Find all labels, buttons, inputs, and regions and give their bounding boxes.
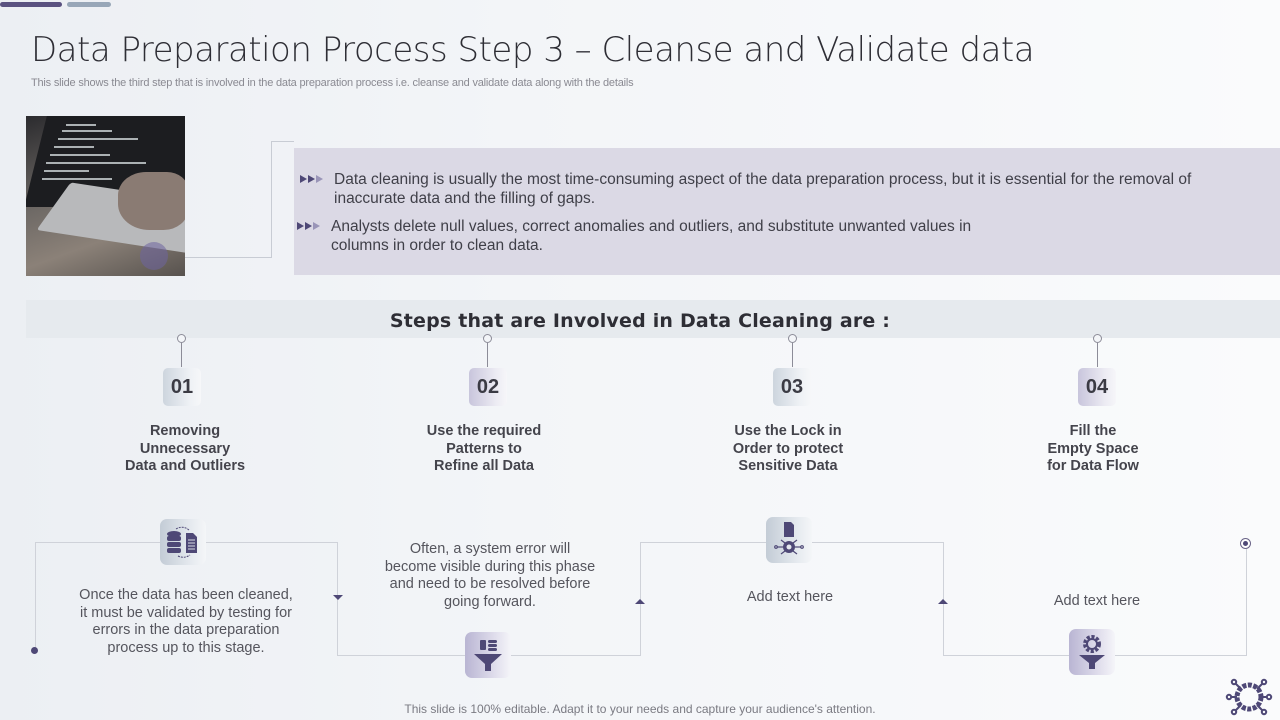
- step-number: 03: [773, 368, 811, 406]
- network-gear-icon: [1222, 676, 1276, 718]
- step-label: Use the Lock in Order to protect Sensiti…: [732, 423, 844, 474]
- flow-line: [1246, 549, 1247, 656]
- step-number: 02: [469, 368, 507, 406]
- flow-text: Add text here: [1053, 593, 1141, 609]
- step-label: Use the required Patterns to Refine all …: [426, 423, 542, 474]
- slide-subtitle: This slide shows the third step that is …: [31, 77, 634, 89]
- accent-bar-light: [67, 2, 111, 7]
- pin-icon: [788, 334, 797, 343]
- flow-end-ring: [1240, 538, 1251, 549]
- data-filter-funnel-icon: [465, 632, 511, 678]
- triple-arrow-icon: [294, 217, 331, 230]
- info-bullet: Data cleaning is usually the most time-c…: [294, 170, 1234, 208]
- steps-heading-band: [26, 300, 1280, 338]
- step-label: Fill the Empty Space for Data Flow: [1047, 423, 1139, 474]
- pin-icon: [177, 334, 186, 343]
- slide-title: Data Preparation Process Step 3 – Cleans…: [31, 30, 1035, 70]
- step-number: 01: [163, 368, 201, 406]
- footer-note: This slide is 100% editable. Adapt it to…: [404, 702, 876, 716]
- steps-heading: Steps that are Involved in Data Cleaning…: [389, 310, 891, 332]
- step-number: 04: [1078, 368, 1116, 406]
- step-label: Removing Unnecessary Data and Outliers: [124, 423, 246, 474]
- laptop-coding-photo: [26, 116, 185, 276]
- pin-icon: [1093, 334, 1102, 343]
- flow-start-dot: [31, 647, 38, 654]
- gear-funnel-icon: [1069, 629, 1115, 675]
- connector-line: [271, 141, 294, 142]
- connector-line: [271, 141, 272, 258]
- accent-bar-dark: [0, 2, 62, 7]
- arrow-down-icon: [333, 595, 343, 600]
- info-bullet: Analysts delete null values, correct ano…: [294, 217, 1001, 255]
- info-box: Data cleaning is usually the most time-c…: [294, 148, 1280, 275]
- triple-arrow-icon: [294, 170, 334, 183]
- document-gear-network-icon: [766, 517, 812, 563]
- flow-text: Add text here: [746, 589, 834, 605]
- pin-icon: [483, 334, 492, 343]
- connector-line: [185, 257, 272, 258]
- flow-line: [35, 542, 36, 650]
- flow-text: Once the data has been cleaned, it must …: [79, 587, 293, 656]
- arrow-up-icon: [938, 599, 948, 604]
- arrow-up-icon: [635, 599, 645, 604]
- flow-text: Often, a system error will become visibl…: [384, 541, 596, 610]
- database-document-sync-icon: [160, 519, 206, 565]
